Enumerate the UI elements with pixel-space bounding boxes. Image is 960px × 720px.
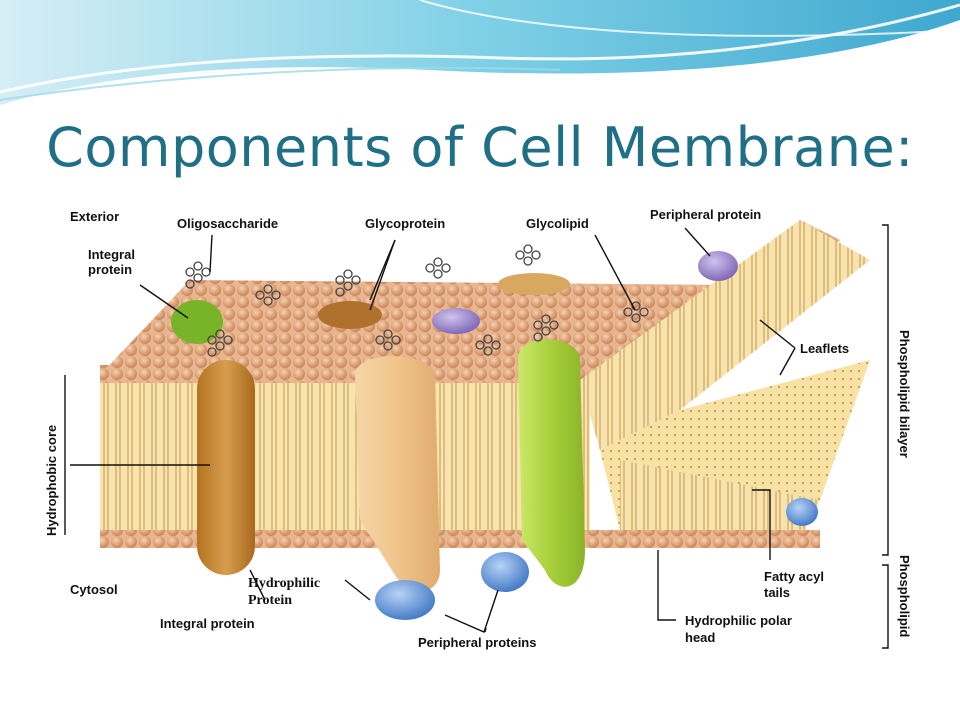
membrane-illustration: [64, 220, 889, 649]
peripheral-protein-purple-mid: [432, 308, 480, 334]
label-integral-protein-bottom: Integral protein: [160, 616, 255, 631]
integral-protein-green-top: [171, 300, 223, 344]
bilayer-tails-front: [100, 375, 590, 535]
peripheral-protein-blue-3: [786, 498, 818, 526]
label-hydrophilic-head-1: Hydrophilic polar: [685, 613, 792, 628]
outer-head-row: [100, 365, 590, 383]
integral-protein-tan: [355, 356, 440, 592]
slide-title: Components of Cell Membrane:: [46, 116, 914, 179]
label-oligosaccharide: Oligosaccharide: [177, 216, 279, 231]
integral-protein-brown: [197, 360, 255, 575]
glycoprotein-body: [318, 301, 382, 329]
peripheral-protein-blue-2: [481, 552, 529, 592]
label-phospholipid: Phospholipid: [897, 555, 912, 638]
upper-leaflet-peel: [580, 220, 870, 450]
label-leaflets: Leaflets: [800, 341, 850, 356]
leader-lines: [64, 224, 889, 649]
label-fatty-acyl-2: tails: [764, 585, 791, 600]
label-hydrophilic-head-2: head: [685, 630, 716, 645]
label-glycoprotein: Glycoprotein: [365, 216, 446, 231]
label-integral-protein-top-1: Integral: [88, 247, 135, 262]
peripheral-protein-blue-1: [375, 580, 435, 620]
label-hydrophilic-protein-1: Hydrophilic: [248, 576, 321, 591]
label-exterior: Exterior: [70, 209, 120, 224]
label-hydrophobic-core: Hydrophobic core: [44, 424, 59, 536]
label-hydrophilic-protein-2: Protein: [248, 593, 293, 608]
integral-protein-green: [518, 339, 585, 587]
oligosaccharide-chains: [185, 244, 649, 357]
label-glycolipid: Glycolipid: [526, 216, 589, 231]
peripheral-protein-purple-top: [698, 251, 738, 281]
label-phospholipid-bilayer: Phospholipid bilayer: [897, 330, 912, 458]
cell-membrane-diagram: Exterior Oligosaccharide Glycoprotein Gl…: [40, 200, 920, 660]
glycolipid-body: [498, 273, 570, 295]
label-fatty-acyl-1: Fatty acyl: [764, 569, 824, 584]
label-peripheral-protein: Peripheral protein: [650, 207, 762, 222]
label-integral-protein-top-2: protein: [88, 262, 133, 277]
header-wave-banner: [0, 0, 960, 105]
label-cytosol: Cytosol: [70, 582, 118, 597]
label-peripheral-proteins: Peripheral proteins: [418, 635, 537, 650]
